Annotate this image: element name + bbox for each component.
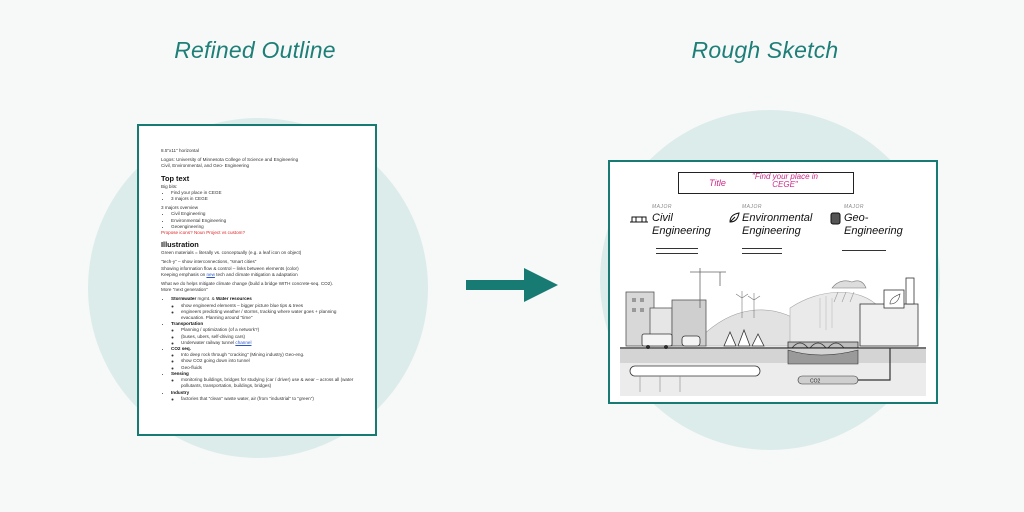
list-item: Planning / optimization (of a network?) xyxy=(181,327,359,333)
doc-big-bits-list: Find your place in CEGE 3 majors in CEGE xyxy=(161,190,359,202)
underline xyxy=(656,248,698,249)
doc-illustration-heading: Illustration xyxy=(161,240,199,250)
list-item: Civil Engineering xyxy=(171,211,359,217)
doc-big-bits: Big bits: xyxy=(161,183,178,189)
co2-label: CO2 xyxy=(810,379,821,385)
doc-new-link[interactable]: new xyxy=(206,271,215,277)
section-sensing: Sensing monitoring buildings, bridges fo… xyxy=(171,371,359,390)
doc-green: Green materials = literally vs. conceptu… xyxy=(161,250,302,256)
list-item: engineers predicting weather / storms, t… xyxy=(181,309,359,321)
section-industry: Industry factories that "clean" waste wa… xyxy=(171,390,359,402)
major-environmental: MAJOR Environmental Engineering xyxy=(728,204,828,254)
major-tag: MAJOR xyxy=(652,204,672,210)
list-item: 3 majors in CEGE xyxy=(171,196,359,202)
list-item: factories that "clean" waste water, air … xyxy=(181,396,359,402)
underline xyxy=(656,253,698,254)
doc-size: 8.5"x11" horizontal xyxy=(161,148,199,153)
major-tag: MAJOR xyxy=(844,204,864,210)
list-item: Find your place in CEGE xyxy=(171,190,359,196)
doc-top-text-heading: Top text xyxy=(161,173,190,183)
sketch-title-box: Title "Find your place in CEGE" xyxy=(678,172,854,194)
doc-more: More "next generation" xyxy=(161,287,208,293)
major-tag: MAJOR xyxy=(742,204,762,210)
major-name: Geo-Engineering xyxy=(844,212,903,237)
doc-what: What we do helps mitigate climate change… xyxy=(161,281,334,287)
outline-document: 8.5"x11" horizontal Logos: University of… xyxy=(137,124,377,436)
list-item: Underwater railway tunnel channel xyxy=(181,340,359,346)
major-name: Civil Engineering xyxy=(652,212,711,237)
doc-majors-list: Civil Engineering Environmental Engineer… xyxy=(161,211,359,230)
doc-keeping: Keeping emphasis on new tech and climate… xyxy=(161,271,298,277)
rough-sketch-heading: Rough Sketch xyxy=(691,37,839,63)
list-item: Geoengineering xyxy=(171,224,359,230)
list-item: monitoring buildings, bridges for studyi… xyxy=(181,377,359,389)
leaf-icon xyxy=(729,212,740,223)
underline xyxy=(842,250,886,251)
underline xyxy=(742,253,782,254)
section-stormwater: Stormwater mgmt. & Water resources show … xyxy=(171,296,359,321)
list-item: Environmental Engineering xyxy=(171,218,359,224)
doc-techy: "tech-y" – show interconnections, "smart… xyxy=(161,259,257,265)
doc-showing: Showing information flow & control – lin… xyxy=(161,265,299,271)
right-arrow-icon xyxy=(466,268,558,302)
sketch-title-label: Title xyxy=(709,178,726,188)
doc-sections-list: Stormwater mgmt. & Water resources show … xyxy=(161,296,359,401)
major-civil: MAJOR Civil Engineering xyxy=(630,204,720,254)
bridge-icon xyxy=(630,216,648,223)
doc-majors-overview: 3 majors overview xyxy=(161,205,199,211)
underline xyxy=(742,248,782,249)
section-co2: CO2 seq. Into deep rock through "crackin… xyxy=(171,346,359,371)
sketch-title-quote: "Find your place in CEGE" xyxy=(752,172,818,189)
refined-outline-heading: Refined Outline xyxy=(174,37,336,63)
section-transportation: Transportation Planning / optimization (… xyxy=(171,321,359,346)
major-geo: MAJOR Geo-Engineering xyxy=(830,204,930,254)
barrel-icon xyxy=(830,212,841,225)
list-item: show CO2 going down into tunnel xyxy=(181,358,359,364)
city-scene-illustration: CO2 xyxy=(620,268,926,396)
rough-sketch-card: Title "Find your place in CEGE" MAJOR Ci… xyxy=(608,160,938,404)
doc-channel-link[interactable]: channel xyxy=(235,339,252,345)
doc-logos: Logos: University of Minnesota College o… xyxy=(161,157,299,169)
doc-propose-note: Propose icons? Noun Project vs custom? xyxy=(161,230,246,236)
list-item: Into deep rock through "cracking" (Minin… xyxy=(181,352,359,358)
major-name: Environmental Engineering xyxy=(742,212,813,237)
list-item: Geo-fluids xyxy=(181,365,359,371)
list-item: show engineered elements – bigger pictur… xyxy=(181,303,359,309)
list-item: (buses, ubers, self-driving cars) xyxy=(181,334,359,340)
